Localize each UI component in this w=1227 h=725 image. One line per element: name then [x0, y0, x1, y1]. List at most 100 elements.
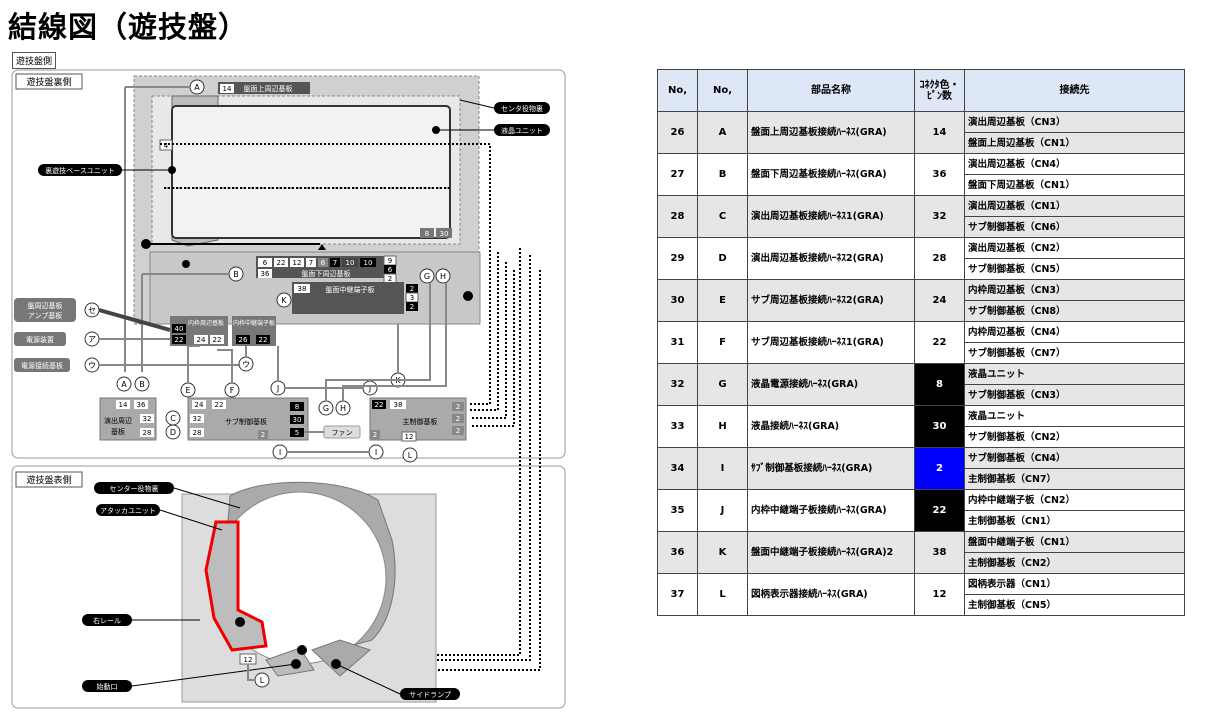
table-row: 主制御基板（CN2） — [658, 552, 1185, 574]
col-no-1: No, — [657, 69, 698, 112]
cell-part: 液晶接続ﾊｰﾈｽ(GRA) — [747, 405, 915, 448]
wiring-diagram: 遊技盤裏側 遊技盤表側 14 盤面上周辺基板 A 4 8 30 センタ役物裏 液… — [11, 69, 566, 709]
col-part: 部品名称 — [747, 69, 915, 112]
callout-center-decor: センタ役物裏 — [501, 104, 543, 113]
cell-pins: 12 — [914, 573, 965, 616]
cell-dest: 内枠周辺基板（CN4） — [964, 321, 1185, 343]
svg-text:H: H — [440, 272, 446, 281]
svg-text:F: F — [230, 386, 235, 395]
svg-text:L: L — [260, 676, 265, 685]
cell-no: 35 — [657, 489, 698, 532]
cell-code: B — [697, 153, 748, 196]
svg-text:2: 2 — [388, 275, 392, 283]
svg-text:内枠周辺基板: 内枠周辺基板 — [188, 319, 224, 327]
svg-text:E: E — [185, 386, 190, 395]
cell-dest: サブ制御基板（CN5） — [964, 258, 1185, 280]
svg-text:28: 28 — [143, 429, 152, 437]
callout-attacker: アタッカユニット — [100, 506, 156, 515]
svg-text:8: 8 — [425, 230, 429, 238]
cell-code: K — [697, 531, 748, 574]
svg-text:30: 30 — [293, 416, 302, 424]
callout-lcd: 液晶ユニット — [501, 126, 543, 135]
callout-right-rail: 右レール — [93, 616, 121, 625]
cell-part: ｻﾌﾞ制御基板接続ﾊｰﾈｽ(GRA) — [747, 447, 915, 490]
svg-text:22: 22 — [215, 401, 224, 409]
cell-code: J — [697, 489, 748, 532]
svg-text:38: 38 — [298, 285, 307, 293]
cell-code: C — [697, 195, 748, 238]
svg-text:22: 22 — [213, 336, 222, 344]
sub-board — [187, 397, 309, 441]
cell-code: F — [697, 321, 748, 364]
cell-dest: サブ制御基板（CN8） — [964, 300, 1185, 322]
svg-text:12: 12 — [244, 656, 253, 664]
svg-text:14: 14 — [223, 85, 232, 93]
cell-code: L — [697, 573, 748, 616]
cell-no: 26 — [657, 111, 698, 154]
svg-text:36: 36 — [261, 270, 270, 278]
cell-no: 29 — [657, 237, 698, 280]
cell-part: サブ周辺基板接続ﾊｰﾈｽ2(GRA) — [747, 279, 915, 322]
svg-text:6: 6 — [388, 266, 393, 274]
callout-power-device: 電源装置 — [26, 335, 54, 344]
svg-text:3: 3 — [410, 294, 414, 302]
cell-pins: 28 — [914, 237, 965, 280]
cell-dest: 盤面中継端子板（CN1） — [964, 531, 1185, 553]
cell-dest: 内枠中継端子板（CN2） — [964, 489, 1185, 511]
svg-text:C: C — [170, 414, 176, 423]
col-dest: 接続先 — [964, 69, 1185, 112]
cell-dest: サブ制御基板（CN3） — [964, 384, 1185, 406]
svg-text:2: 2 — [456, 415, 460, 423]
cell-pins: 22 — [914, 489, 965, 532]
svg-text:7: 7 — [333, 259, 337, 267]
cell-pins: 30 — [914, 405, 965, 448]
svg-text:22: 22 — [259, 336, 268, 344]
svg-text:I: I — [279, 448, 281, 457]
svg-text:4: 4 — [164, 142, 169, 150]
svg-text:A: A — [194, 83, 200, 92]
cell-code: E — [697, 279, 748, 322]
svg-text:10: 10 — [364, 259, 373, 267]
callout-center-decor-front: センター役物裏 — [110, 484, 159, 493]
svg-text:5: 5 — [295, 429, 299, 437]
cell-part: 演出周辺基板接続ﾊｰﾈｽ2(GRA) — [747, 237, 915, 280]
cell-no: 31 — [657, 321, 698, 364]
cell-dest: 液晶ユニット — [964, 405, 1185, 427]
svg-text:32: 32 — [193, 415, 202, 423]
cell-code: I — [697, 447, 748, 490]
cell-code: G — [697, 363, 748, 406]
cell-dest: 主制御基板（CN7） — [964, 468, 1185, 490]
cell-pins: 36 — [914, 153, 965, 196]
cell-part: 盤面中継端子板接続ﾊｰﾈｽ(GRA)2 — [747, 531, 915, 574]
svg-text:A: A — [121, 380, 127, 389]
callout-start-port: 始動口 — [97, 682, 118, 691]
svg-text:40: 40 — [175, 325, 184, 333]
front-panel-title: 遊技盤表側 — [26, 474, 71, 486]
side-lamp — [311, 639, 371, 677]
cell-pins: 38 — [914, 531, 965, 574]
svg-text:K: K — [281, 296, 287, 305]
cell-dest: 内枠周辺基板（CN3） — [964, 279, 1185, 301]
svg-text:22: 22 — [175, 336, 184, 344]
svg-text:24: 24 — [195, 401, 204, 409]
section-tag: 遊技盤側 — [12, 52, 57, 69]
svg-text:32: 32 — [143, 415, 152, 423]
lcd-unit — [171, 105, 451, 239]
cell-pins: 8 — [914, 363, 965, 406]
svg-text:30: 30 — [440, 230, 449, 238]
table-row: 盤面上周辺基板（CN1） — [658, 132, 1185, 154]
svg-text:サブ制御基板: サブ制御基板 — [225, 417, 267, 426]
svg-text:J: J — [368, 384, 371, 393]
callout-board-edge: 盤周辺基板 — [28, 301, 63, 310]
svg-text:ファン: ファン — [332, 429, 353, 437]
svg-text:2: 2 — [410, 303, 414, 311]
svg-text:盤面下周辺基板: 盤面下周辺基板 — [302, 269, 351, 278]
svg-text:7: 7 — [309, 259, 313, 267]
svg-text:H: H — [340, 404, 346, 413]
